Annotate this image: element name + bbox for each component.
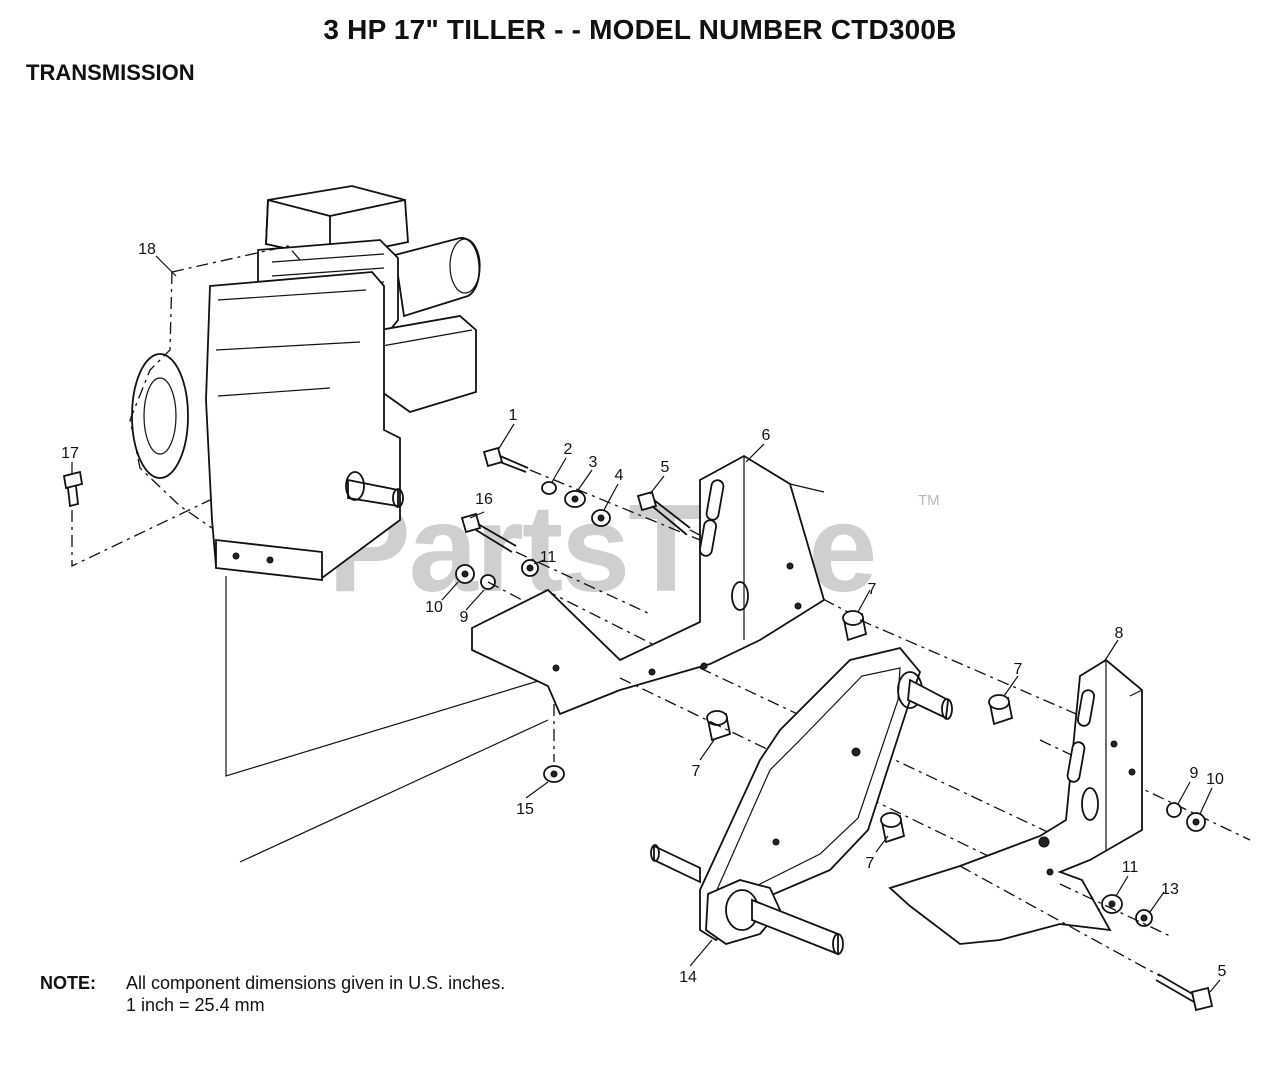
part-7-spacer-c[interactable] xyxy=(706,710,732,742)
callout-3: 3 xyxy=(589,454,598,471)
note-text-1: All component dimensions given in U.S. i… xyxy=(126,973,506,993)
part-7-spacer-d[interactable] xyxy=(880,812,906,844)
page-title: 3 HP 17" TILLER - - MODEL NUMBER CTD300B xyxy=(323,14,957,45)
engine-assembly[interactable] xyxy=(129,185,481,582)
callout-7-a: 7 xyxy=(868,581,877,598)
callout-4: 4 xyxy=(615,467,624,484)
part-16-bolt[interactable] xyxy=(460,512,517,553)
part-8-bracket[interactable] xyxy=(888,658,1143,945)
watermark-trademark: TM xyxy=(918,492,940,509)
callout-7-b: 7 xyxy=(1014,661,1023,678)
part-1-bolt[interactable] xyxy=(482,446,529,473)
callout-11-lower: 11 xyxy=(1122,859,1139,876)
callout-10-right: 10 xyxy=(1206,771,1224,788)
part-7-spacer-a[interactable] xyxy=(842,610,868,642)
callout-9-right: 9 xyxy=(1190,765,1199,782)
callout-18: 18 xyxy=(138,241,156,258)
callout-1: 1 xyxy=(509,407,518,424)
callout-16: 16 xyxy=(475,491,493,508)
callout-17: 17 xyxy=(61,445,79,462)
callout-10-left: 10 xyxy=(425,599,443,616)
callout-11-upper: 11 xyxy=(540,549,557,566)
note-text-2: 1 inch = 25.4 mm xyxy=(126,995,265,1015)
callout-13: 13 xyxy=(1161,881,1179,898)
callout-15: 15 xyxy=(516,801,534,818)
callout-5-lower: 5 xyxy=(1218,963,1227,980)
part-5-bolt-lower[interactable] xyxy=(1155,973,1214,1012)
part-7-spacer-b[interactable] xyxy=(988,694,1014,726)
callout-7-d: 7 xyxy=(866,855,875,872)
callout-7-c: 7 xyxy=(692,763,701,780)
part-14-chaincase[interactable] xyxy=(650,646,953,956)
callout-5-upper: 5 xyxy=(661,459,670,476)
section-title: TRANSMISSION xyxy=(26,60,195,85)
callout-14: 14 xyxy=(679,969,697,986)
dimension-note: NOTE: All component dimensions given in U… xyxy=(40,972,505,1016)
part-17-bolt[interactable] xyxy=(62,470,84,508)
note-label: NOTE: xyxy=(40,973,96,993)
part-5-bolt-upper[interactable] xyxy=(636,490,691,535)
part-9-washer-right[interactable] xyxy=(1166,802,1182,818)
callout-9-left: 9 xyxy=(460,609,469,626)
part-2-lockwasher[interactable] xyxy=(541,481,557,495)
callout-8: 8 xyxy=(1115,625,1124,642)
note-line-1: NOTE: All component dimensions given in U… xyxy=(40,972,505,994)
part-6-bracket[interactable] xyxy=(471,454,826,716)
callout-6: 6 xyxy=(762,427,771,444)
callout-2: 2 xyxy=(564,441,573,458)
